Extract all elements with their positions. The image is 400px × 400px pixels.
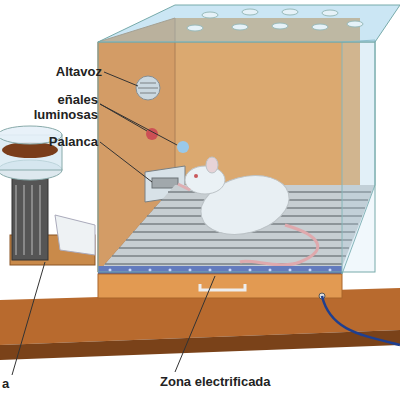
motor-rib: [15, 185, 17, 255]
drawer-handle: [200, 284, 245, 290]
glass-front: [98, 42, 375, 272]
motor-rib: [23, 185, 25, 255]
callout-label: Palanca: [20, 134, 98, 149]
food-chute: [55, 215, 95, 255]
dispenser-motor: [12, 170, 48, 260]
motor-rib: [31, 185, 33, 255]
callout-label: a: [2, 376, 32, 391]
callout-label: Altavoz: [30, 64, 102, 79]
drawer: [98, 274, 342, 298]
power-cable: [322, 296, 400, 345]
air-holes: [187, 9, 363, 31]
motor-rib: [39, 185, 41, 255]
base-board-edge: [0, 330, 400, 360]
callout-label: eñales luminosas: [28, 92, 98, 122]
glass-top: [98, 5, 400, 42]
leader-lines: [12, 72, 215, 375]
callout-label: Zona electrificada: [160, 374, 360, 389]
